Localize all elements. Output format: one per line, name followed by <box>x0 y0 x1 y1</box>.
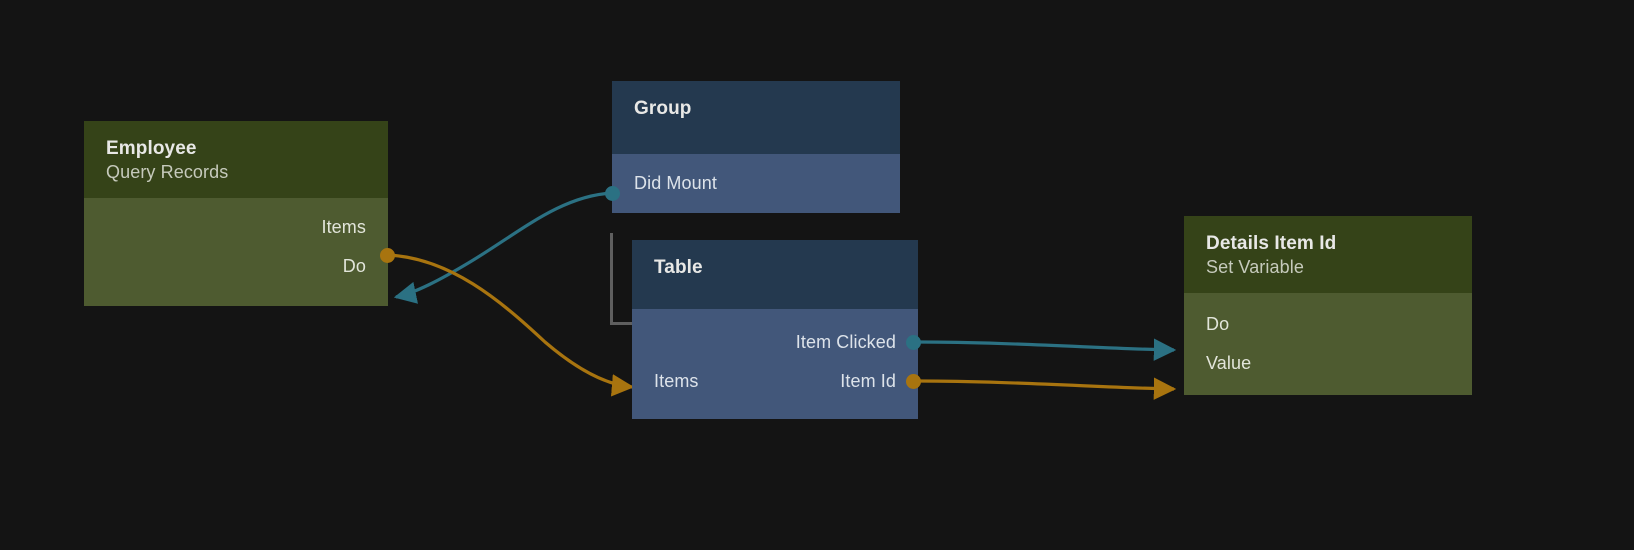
port-label-table-items: Items <box>654 371 699 391</box>
node-details-item-id-subtitle: Set Variable <box>1206 256 1304 277</box>
node-employee-body: Items Do <box>84 198 388 307</box>
port-label-employee-items: Items <box>321 217 366 238</box>
node-table[interactable]: Table Item Clicked Items Item Id <box>632 240 918 419</box>
node-details-item-id[interactable]: Details Item Id Set Variable Do Value <box>1184 216 1472 396</box>
port-label-group-did-mount: Did Mount <box>634 173 717 193</box>
node-group-title: Group <box>634 98 692 119</box>
node-details-item-id-title: Details Item Id <box>1206 233 1337 254</box>
port-label-details-do: Do <box>1206 314 1230 335</box>
node-employee-title: Employee <box>106 138 197 159</box>
node-employee[interactable]: Employee Query Records Items Do <box>84 121 388 307</box>
node-table-body: Item Clicked Items Item Id <box>632 309 918 419</box>
node-table-header: Table <box>632 240 918 309</box>
node-details-item-id-body: Do Value <box>1184 293 1472 396</box>
node-table-title: Table <box>654 257 703 278</box>
port-dot-employee-items[interactable] <box>380 248 395 263</box>
node-group-body: Did Mount <box>612 154 900 213</box>
node-group-header: Group <box>612 81 900 154</box>
port-label-employee-do: Do <box>342 256 366 277</box>
wire-table-itemid-to-details-value <box>917 377 1177 400</box>
port-dot-group-did-mount[interactable] <box>605 186 620 201</box>
port-label-table-item-id: Item Id <box>840 371 896 391</box>
node-details-item-id-header: Details Item Id Set Variable <box>1184 216 1472 294</box>
wire-employee-items-to-table-items <box>387 253 635 397</box>
node-employee-header: Employee Query Records <box>84 121 388 199</box>
port-dot-table-item-id[interactable] <box>906 374 921 389</box>
wire-table-itemclicked-to-details-do <box>917 338 1177 361</box>
port-row-details-value[interactable]: Value <box>1184 344 1472 383</box>
port-row-employee-items[interactable]: Items <box>84 208 388 247</box>
wire-group-didmount-to-employee-do <box>393 191 613 304</box>
port-row-details-do[interactable]: Do <box>1184 305 1472 344</box>
port-row-table-items-item-id[interactable]: Items Item Id <box>632 362 918 401</box>
port-row-group-did-mount[interactable]: Did Mount <box>612 164 900 203</box>
node-group[interactable]: Group Did Mount <box>612 81 900 213</box>
port-row-table-item-clicked[interactable]: Item Clicked <box>632 323 918 362</box>
node-employee-subtitle: Query Records <box>106 161 229 182</box>
port-dot-table-item-clicked[interactable] <box>906 335 921 350</box>
port-label-details-value: Value <box>1206 353 1252 374</box>
port-row-employee-do[interactable]: Do <box>84 247 388 286</box>
port-label-table-item-clicked: Item Clicked <box>795 332 896 352</box>
group-child-bracket <box>610 233 632 325</box>
